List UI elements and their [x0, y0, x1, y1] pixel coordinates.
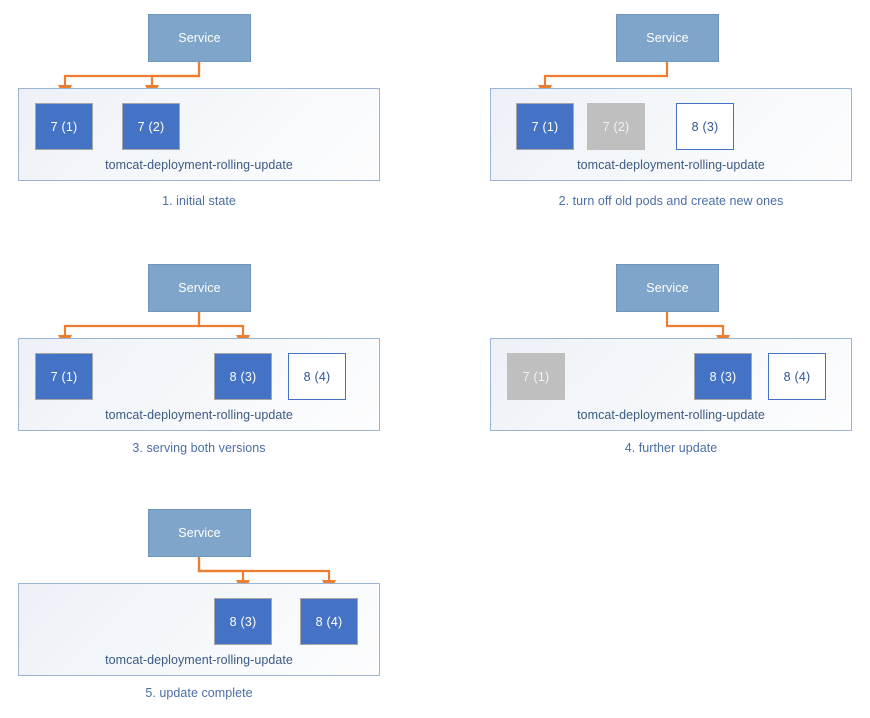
service-box-2[interactable]: Service: [616, 14, 719, 62]
service-label: Service: [178, 281, 221, 295]
pod-label: 7 (2): [602, 119, 630, 134]
connector-right-1: [150, 62, 201, 86]
service-box-3[interactable]: Service: [148, 264, 251, 312]
pod-8-3[interactable]: 8 (3): [214, 598, 272, 645]
pod-label: 8 (3): [229, 369, 257, 384]
pod-7-1[interactable]: 7 (1): [507, 353, 565, 400]
deployment-name-label: tomcat-deployment-rolling-update: [105, 408, 293, 422]
pod-8-4[interactable]: 8 (4): [768, 353, 826, 400]
deployment-name-label: tomcat-deployment-rolling-update: [577, 158, 765, 172]
pod-8-4[interactable]: 8 (4): [288, 353, 346, 400]
pod-label: 8 (3): [709, 369, 737, 384]
pod-label: 8 (3): [229, 614, 257, 629]
connector-right-5: [197, 557, 331, 581]
pod-8-3[interactable]: 8 (3): [676, 103, 734, 150]
pod-label: 8 (4): [783, 369, 811, 384]
deployment-name-label: tomcat-deployment-rolling-update: [577, 408, 765, 422]
pod-7-2[interactable]: 7 (2): [587, 103, 645, 150]
service-label: Service: [178, 31, 221, 45]
connector-left-5: [197, 557, 245, 581]
panel-caption-5: 5. update complete: [145, 686, 253, 700]
service-box-1[interactable]: Service: [148, 14, 251, 62]
pod-label: 8 (4): [303, 369, 331, 384]
connector-right-3: [197, 312, 245, 336]
service-label: Service: [178, 526, 221, 540]
pod-8-3[interactable]: 8 (3): [694, 353, 752, 400]
pod-8-4[interactable]: 8 (4): [300, 598, 358, 645]
pod-label: 7 (2): [137, 119, 165, 134]
service-box-4[interactable]: Service: [616, 264, 719, 312]
connector-left-3: [63, 312, 201, 336]
pod-7-1[interactable]: 7 (1): [35, 103, 93, 150]
panel-caption-1: 1. initial state: [162, 194, 236, 208]
pod-7-1[interactable]: 7 (1): [35, 353, 93, 400]
connector-left-1: [63, 62, 201, 86]
pod-8-3[interactable]: 8 (3): [214, 353, 272, 400]
connector-right-4: [665, 312, 725, 336]
service-box-5[interactable]: Service: [148, 509, 251, 557]
service-label: Service: [646, 31, 689, 45]
service-label: Service: [646, 281, 689, 295]
deployment-name-label: tomcat-deployment-rolling-update: [105, 158, 293, 172]
panel-caption-2: 2. turn off old pods and create new ones: [558, 194, 784, 208]
pod-label: 8 (3): [691, 119, 719, 134]
pod-label: 7 (1): [50, 119, 78, 134]
pod-label: 7 (1): [522, 369, 550, 384]
pod-label: 7 (1): [50, 369, 78, 384]
pod-7-2[interactable]: 7 (2): [122, 103, 180, 150]
pod-label: 7 (1): [531, 119, 559, 134]
panel-caption-4: 4. further update: [624, 441, 718, 455]
connector-left-2: [543, 62, 669, 86]
deployment-name-label: tomcat-deployment-rolling-update: [105, 653, 293, 667]
pod-label: 8 (4): [315, 614, 343, 629]
panel-caption-3: 3. serving both versions: [132, 441, 266, 455]
pod-7-1[interactable]: 7 (1): [516, 103, 574, 150]
